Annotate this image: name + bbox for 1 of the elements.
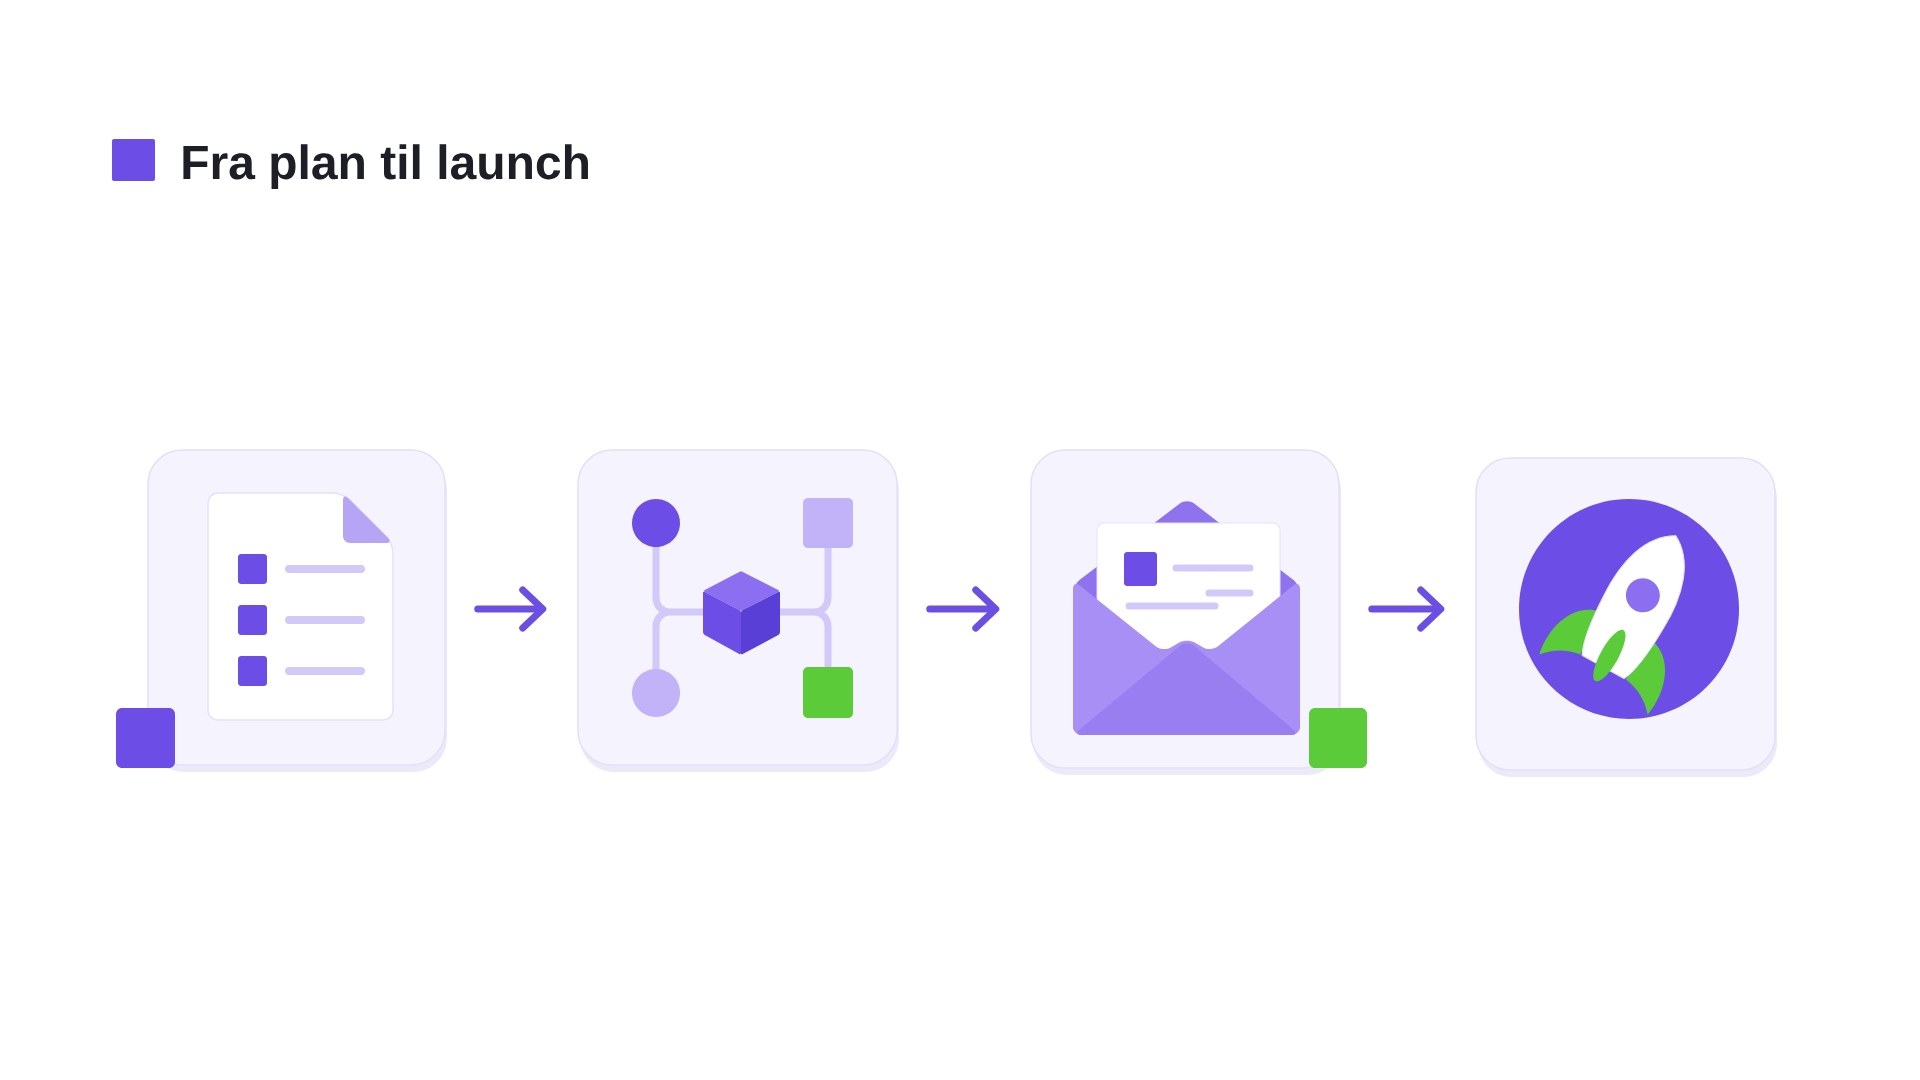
title: Fra plan til launch xyxy=(183,144,588,189)
